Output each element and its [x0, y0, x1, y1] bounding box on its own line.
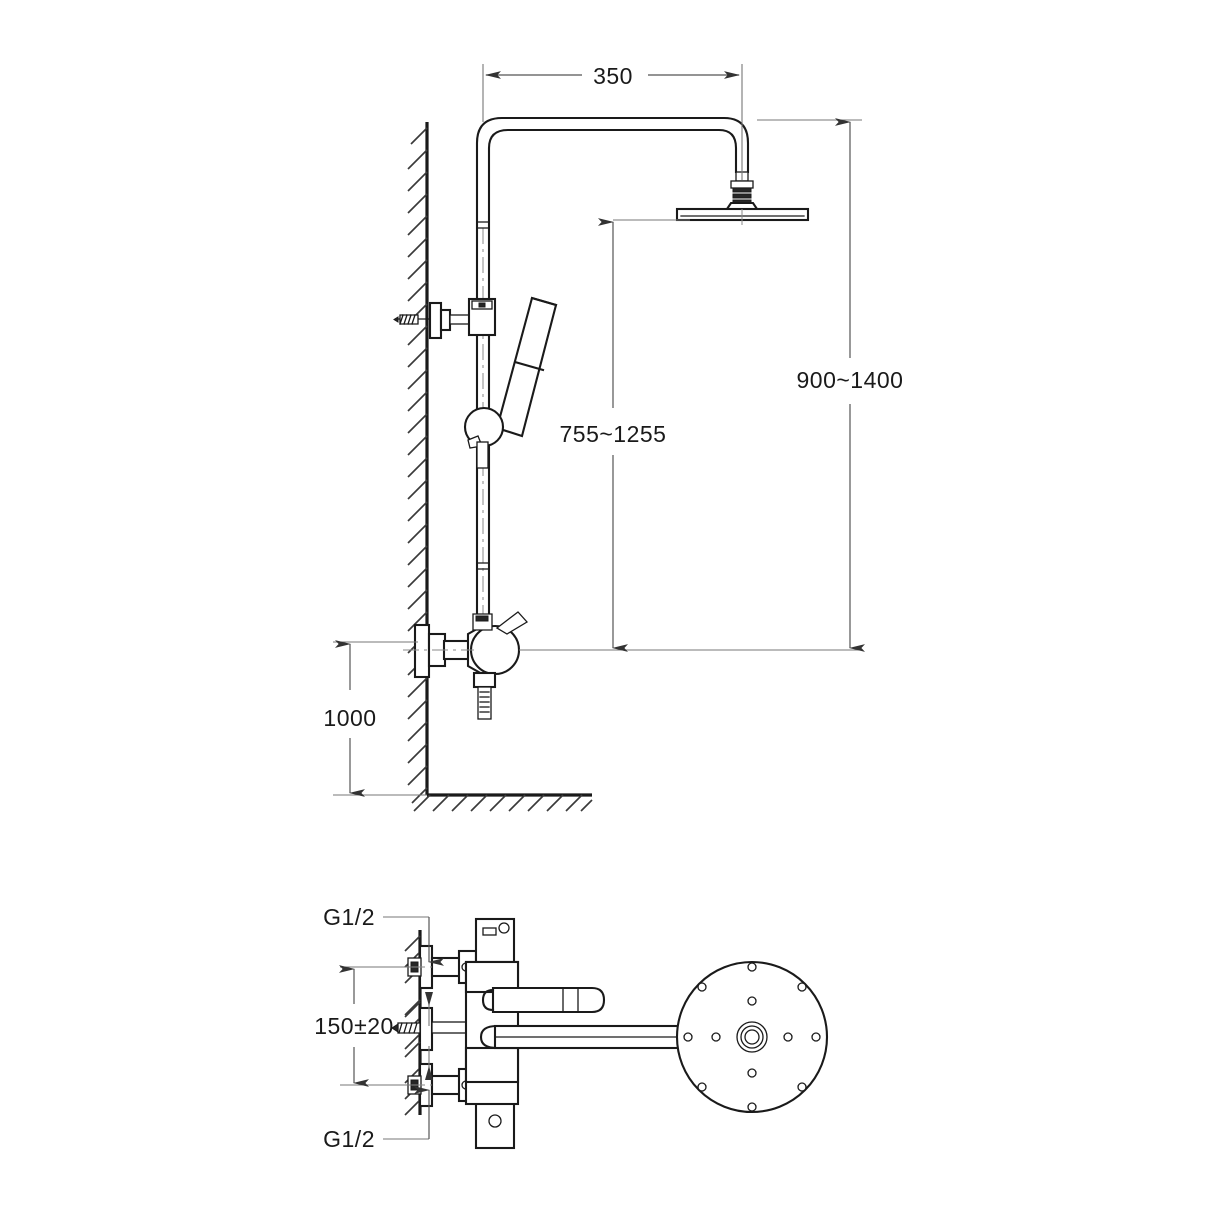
dim-1000-label: 1000	[323, 705, 376, 731]
mixer-block-lower-seg	[464, 1046, 520, 1084]
thermostatic-mixer	[403, 611, 616, 720]
mixer-plate-bottom-screw	[488, 1114, 502, 1128]
slider-holder-slot	[476, 441, 489, 469]
shower-head-plan	[675, 960, 829, 1114]
plan-wall-fixing-middle	[391, 999, 473, 1058]
mixer-wall-plate	[413, 623, 431, 679]
dimension-350: 350	[482, 63, 743, 180]
mixer-control-knob	[469, 624, 521, 676]
handle-lever	[491, 986, 606, 1014]
shower-head-collar	[730, 180, 754, 189]
dim-150-20-label: 150±20	[314, 1013, 394, 1039]
fixing-mid-screw	[391, 1022, 421, 1034]
mixer-handle-upper	[495, 611, 529, 635]
inlet-bottom-nipple	[430, 1074, 464, 1096]
plan-view: G1/2 150±20 G1/2	[314, 904, 829, 1152]
dimension-g12-top: G1/2	[323, 904, 444, 966]
floor-hatching	[413, 794, 593, 812]
floor	[413, 793, 593, 812]
elevation-view: 350 900~1400 755~1255 1000	[323, 63, 904, 812]
bracket-boss	[439, 308, 452, 332]
mixer-plate-top-slot	[482, 927, 497, 936]
overhead-shower-head	[675, 171, 810, 228]
handset-spray-face	[530, 296, 558, 307]
mixer-outlet-thread-lines	[479, 691, 490, 713]
dimension-g12-bottom: G1/2	[323, 1086, 430, 1152]
mixer-outlet-nut	[472, 671, 497, 689]
shower-arm-inner	[487, 128, 738, 642]
wall-bracket-screw	[393, 314, 431, 325]
dim-150-inner-arrow-down	[425, 992, 433, 1006]
shower-arm-outer	[475, 116, 750, 642]
wall-hatching	[407, 127, 428, 804]
fixing-mid-flange	[418, 1006, 434, 1052]
wall-bracket-upper	[393, 297, 497, 340]
dimension-900-1400: 900~1400	[519, 118, 904, 652]
fixing-mid-hatch	[404, 999, 421, 1058]
dimension-755-1255: 755~1255	[560, 218, 690, 652]
dim-150-inner-arrow-up	[425, 1066, 433, 1080]
dim-350-label: 350	[593, 63, 633, 89]
mixer-outlet-thread	[477, 686, 492, 720]
dim-755-1255-label: 755~1255	[560, 421, 667, 447]
arm-elbow	[479, 1024, 499, 1050]
dimension-150-20: 150±20	[314, 965, 433, 1087]
mixer-plate-top-screw	[498, 922, 510, 934]
handset-grip-split	[513, 360, 545, 372]
wall	[407, 122, 429, 804]
bracket-wall-plate	[428, 301, 443, 340]
g12-bottom-label: G1/2	[323, 1126, 375, 1152]
mixer-top-port-screw	[475, 615, 489, 622]
inlet-top-nipple	[430, 956, 464, 978]
handset	[495, 296, 558, 438]
riser-rail	[476, 562, 490, 570]
dim-900-1400-label: 900~1400	[797, 367, 904, 393]
bracket-screw-head	[478, 302, 486, 308]
g12-top-label: G1/2	[323, 904, 375, 930]
shower-head-hub-inner	[744, 1029, 760, 1045]
handset-slider	[463, 406, 505, 469]
handle-lever-end	[481, 988, 495, 1012]
dimension-1000: 1000	[323, 640, 427, 797]
shower-head-nozzles	[683, 962, 821, 1112]
mixer-handle-plan	[481, 986, 606, 1014]
